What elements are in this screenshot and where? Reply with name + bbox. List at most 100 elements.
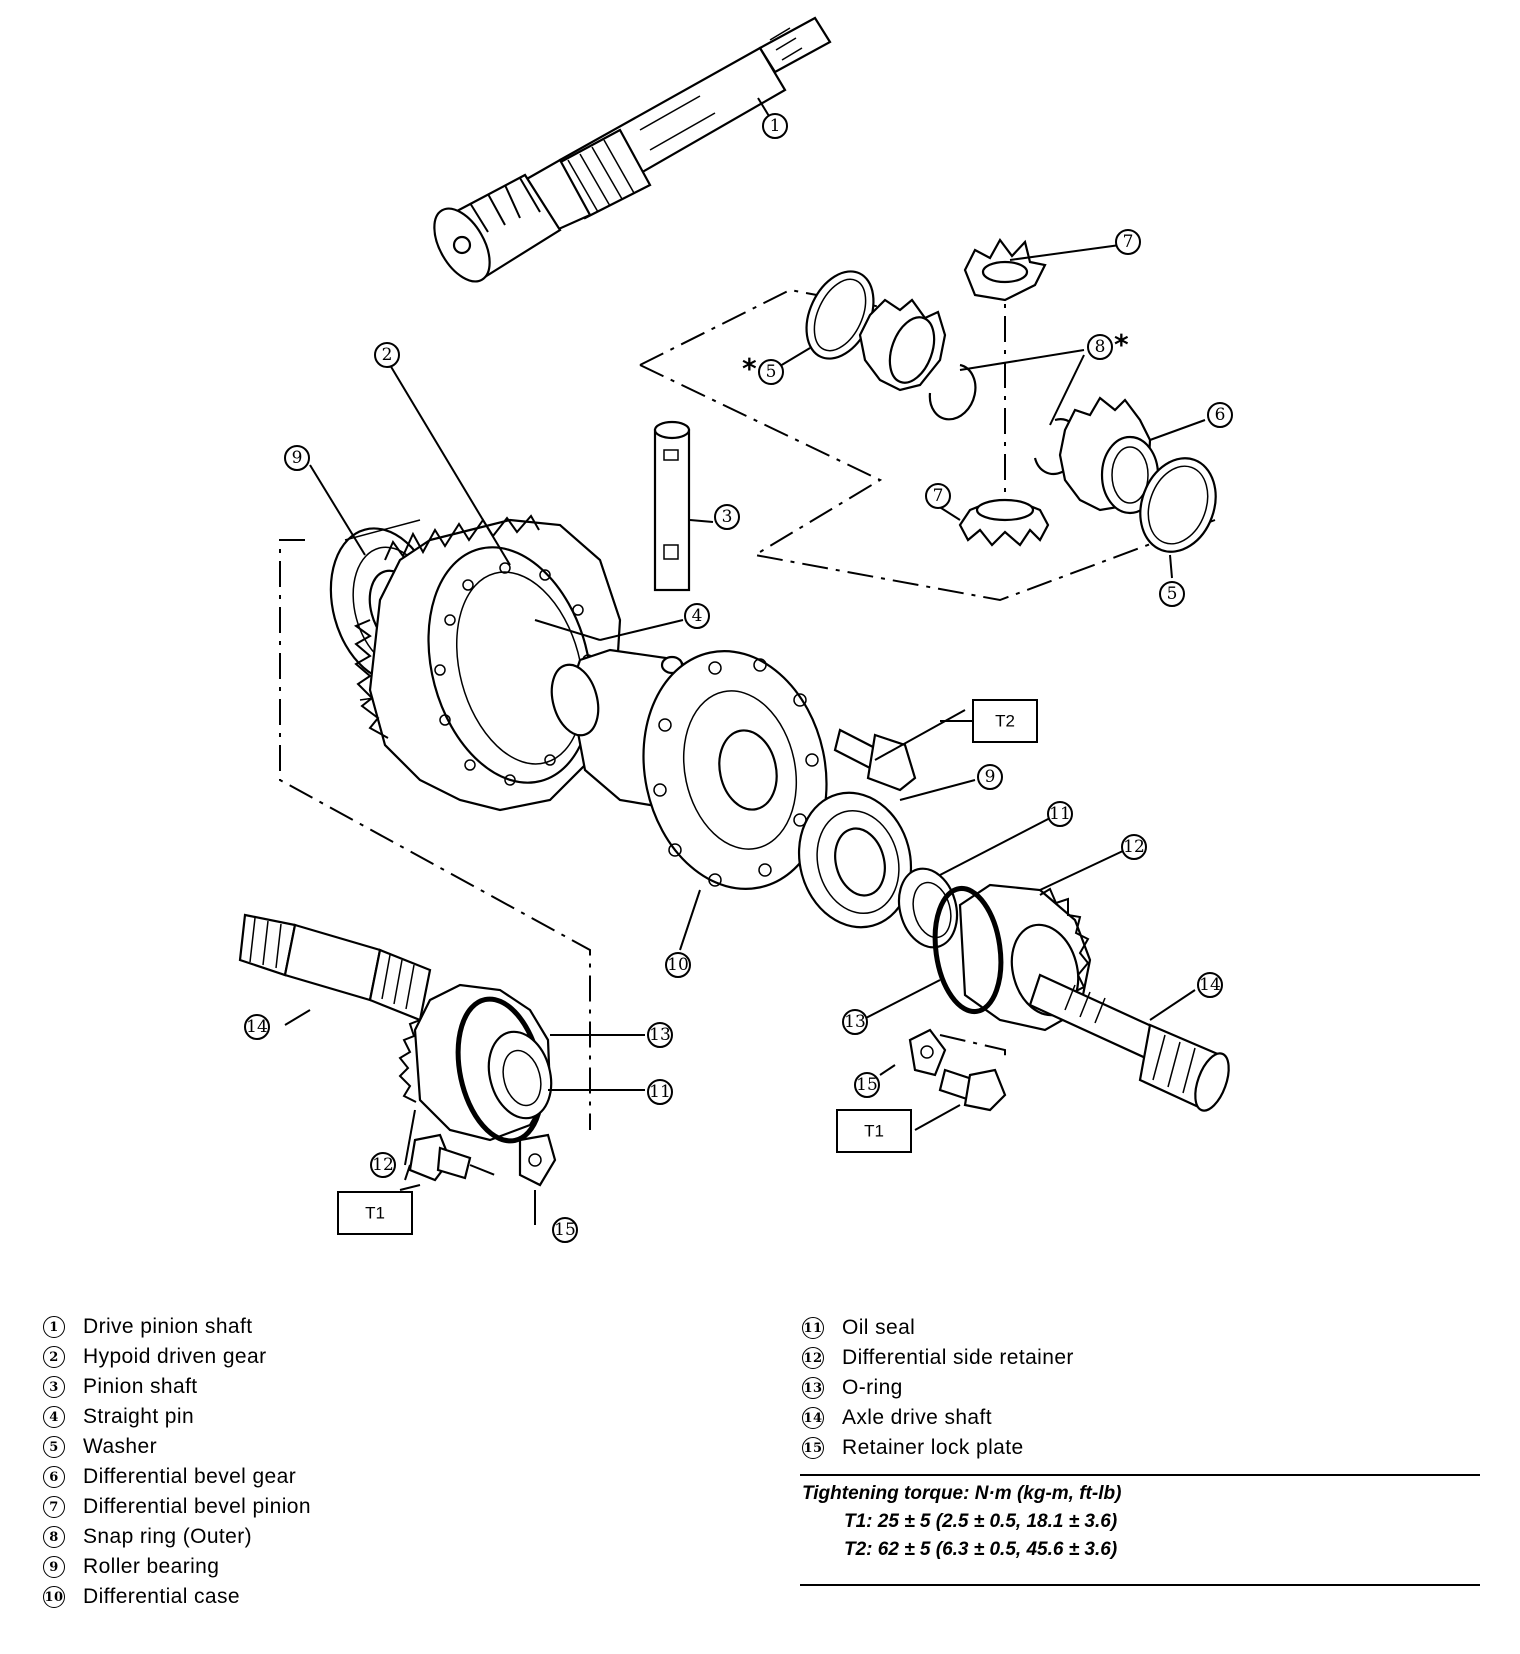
callout-7-top: 7 — [1115, 229, 1141, 255]
legend-label: Washer — [83, 1435, 157, 1458]
torque-t1: T1: 25 ± 5 (2.5 ± 0.5, 18.1 ± 3.6) — [844, 1511, 1118, 1532]
legend-number: 5 — [43, 1436, 65, 1458]
svg-text:15: 15 — [554, 1220, 576, 1240]
legend-label: Drive pinion shaft — [83, 1315, 253, 1338]
legend-number: 6 — [43, 1466, 65, 1488]
legend-item: 6 Differential bevel gear — [43, 1462, 296, 1492]
legend-label: Differential case — [83, 1585, 240, 1608]
callout-5-upper: 5 — [758, 359, 784, 385]
legend-label: Oil seal — [842, 1316, 916, 1339]
svg-text:14: 14 — [246, 1017, 268, 1037]
torque-bottom-rule — [800, 1584, 1480, 1586]
svg-text:4: 4 — [692, 606, 703, 626]
bolt-t1-left — [408, 1133, 472, 1182]
svg-text:5: 5 — [1167, 584, 1178, 604]
legend-item: 11 Oil seal — [802, 1313, 915, 1343]
callout-15-left: 15 — [552, 1217, 578, 1243]
svg-text:14: 14 — [1199, 975, 1221, 995]
callout-5-lower: 5 — [1159, 581, 1185, 607]
svg-text:13: 13 — [844, 1012, 866, 1032]
lock-plate-guide-right — [939, 1034, 1006, 1060]
svg-text:6: 6 — [1215, 405, 1226, 425]
svg-text:7: 7 — [933, 486, 944, 506]
oil-seal-left — [487, 1030, 553, 1120]
legend-number: 8 — [43, 1526, 65, 1548]
legend-item: 12 Differential side retainer — [802, 1343, 1074, 1373]
bolt-t1-right — [938, 1068, 1007, 1112]
callout-13-left: 13 — [647, 1022, 673, 1048]
legend-label: Differential bevel gear — [83, 1465, 297, 1488]
legend-number: 7 — [43, 1496, 65, 1518]
bevel-pinion-bottom — [958, 498, 1050, 547]
svg-text:13: 13 — [649, 1025, 671, 1045]
callout-11-right: 11 — [1047, 801, 1073, 827]
legend-number: 1 — [43, 1316, 65, 1338]
svg-text:T1: T1 — [864, 1122, 884, 1141]
legend-label: O-ring — [842, 1376, 903, 1399]
assembly-guide-right — [639, 364, 1216, 602]
svg-text:T1: T1 — [365, 1204, 385, 1223]
torque-box-t1-right: T1 — [836, 1109, 912, 1153]
star-marker-8: * — [1114, 328, 1129, 361]
svg-text:12: 12 — [372, 1155, 394, 1175]
bevel-pinion-top — [963, 237, 1047, 302]
legend-number: 13 — [802, 1377, 824, 1399]
legend-number: 11 — [802, 1317, 824, 1339]
torque-box-t2: T2 — [940, 699, 1038, 743]
differential-case — [550, 648, 828, 890]
axle-drive-shaft-right — [1028, 973, 1230, 1112]
callout-3: 3 — [714, 504, 740, 530]
legend-item: 5 Washer — [43, 1432, 157, 1462]
retainer-lock-plate-right — [908, 1028, 947, 1077]
pinion-shaft — [653, 420, 691, 592]
callout-12-right: 12 — [1121, 834, 1147, 860]
hypoid-driven-gear — [353, 514, 622, 812]
callout-14-left: 14 — [244, 1014, 270, 1040]
callout-2: 2 — [374, 342, 400, 368]
legend-label: Differential bevel pinion — [83, 1495, 311, 1518]
callout-10: 10 — [665, 952, 691, 978]
legend-item: 10 Differential case — [43, 1582, 240, 1612]
svg-text:3: 3 — [722, 507, 733, 527]
legend-item: 7 Differential bevel pinion — [43, 1492, 311, 1522]
legend-label: Retainer lock plate — [842, 1436, 1024, 1459]
assembly-guide-left — [279, 539, 591, 1130]
legend-label: Straight pin — [83, 1405, 195, 1428]
torque-title: Tightening torque: N·m (kg-m, ft-lb) — [802, 1483, 1122, 1504]
svg-text:9: 9 — [985, 767, 996, 787]
legend-label: Differential side retainer — [842, 1346, 1074, 1369]
svg-text:5: 5 — [766, 362, 777, 382]
legend-number: 3 — [43, 1376, 65, 1398]
roller-bearing-right — [797, 791, 913, 929]
axle-drive-shaft-left — [238, 913, 432, 1022]
bolt-t2 — [833, 728, 917, 792]
callout-11-left: 11 — [647, 1079, 673, 1105]
oil-seal-right — [897, 867, 959, 949]
exploded-differential-diagram: 1 2 3 4 5 * 5 6 7 7 8 * 9 9 10 11 11 12 … — [238, 16, 1233, 1243]
legend-number: 2 — [43, 1346, 65, 1368]
svg-text:10: 10 — [667, 955, 689, 975]
callout-13-right: 13 — [842, 1009, 868, 1035]
legend-number: 12 — [802, 1347, 824, 1369]
svg-text:15: 15 — [856, 1075, 878, 1095]
legend-number: 10 — [43, 1586, 65, 1608]
callout-9-left: 9 — [284, 445, 310, 471]
svg-text:11: 11 — [1049, 804, 1071, 824]
torque-top-rule — [800, 1474, 1480, 1476]
legend-number: 15 — [802, 1437, 824, 1459]
leader-lines — [284, 97, 1206, 1225]
callout-9-right: 9 — [977, 764, 1003, 790]
legend-label: Axle drive shaft — [842, 1406, 992, 1429]
svg-text:8: 8 — [1095, 337, 1106, 357]
drive-pinion-shaft — [433, 16, 832, 283]
callout-4: 4 — [684, 603, 710, 629]
straight-pin — [534, 619, 601, 641]
star-marker-5: * — [742, 352, 757, 385]
svg-text:9: 9 — [292, 448, 303, 468]
